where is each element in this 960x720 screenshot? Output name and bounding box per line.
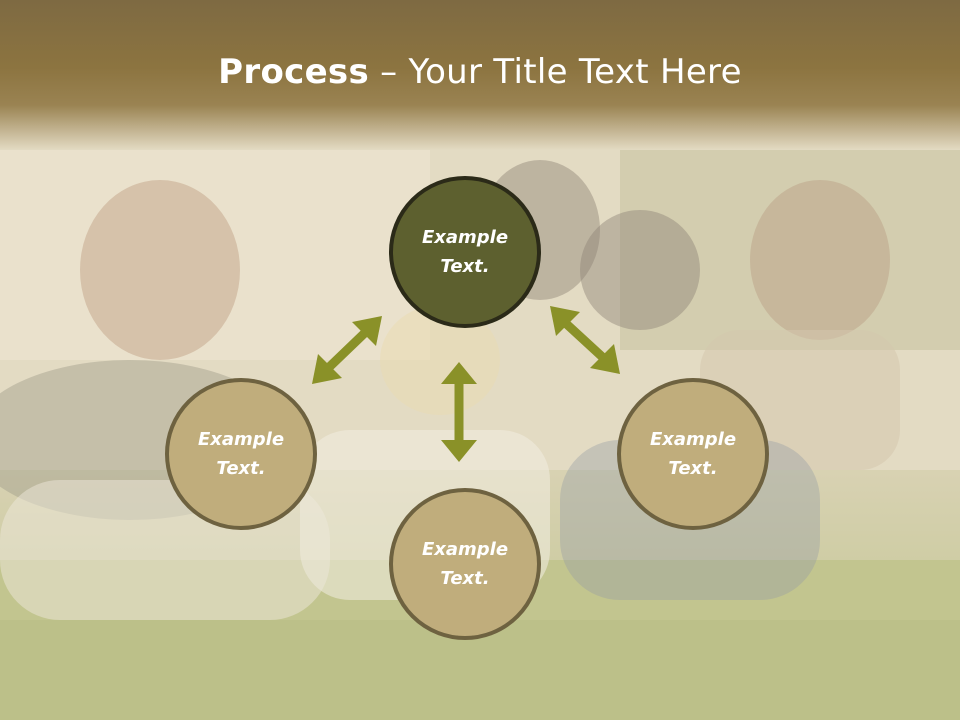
title-dash: – [369,52,409,92]
title-rest: Your Title Text Here [408,52,742,92]
process-step-bottom[interactable]: Example Text. [389,488,541,640]
process-step-right[interactable]: Example Text. [617,378,769,530]
title-bar [0,0,960,150]
process-step-left-text: Example Text. [197,429,285,479]
process-step-right-text: Example Text. [649,429,737,479]
title-bold: Process [218,52,370,92]
process-step-top-text: Example Text. [421,227,509,277]
slide-title: Process – Your Title Text Here [0,52,960,92]
process-step-top[interactable]: Example Text. [389,176,541,328]
process-step-left[interactable]: Example Text. [165,378,317,530]
process-step-bottom-text: Example Text. [421,539,509,589]
